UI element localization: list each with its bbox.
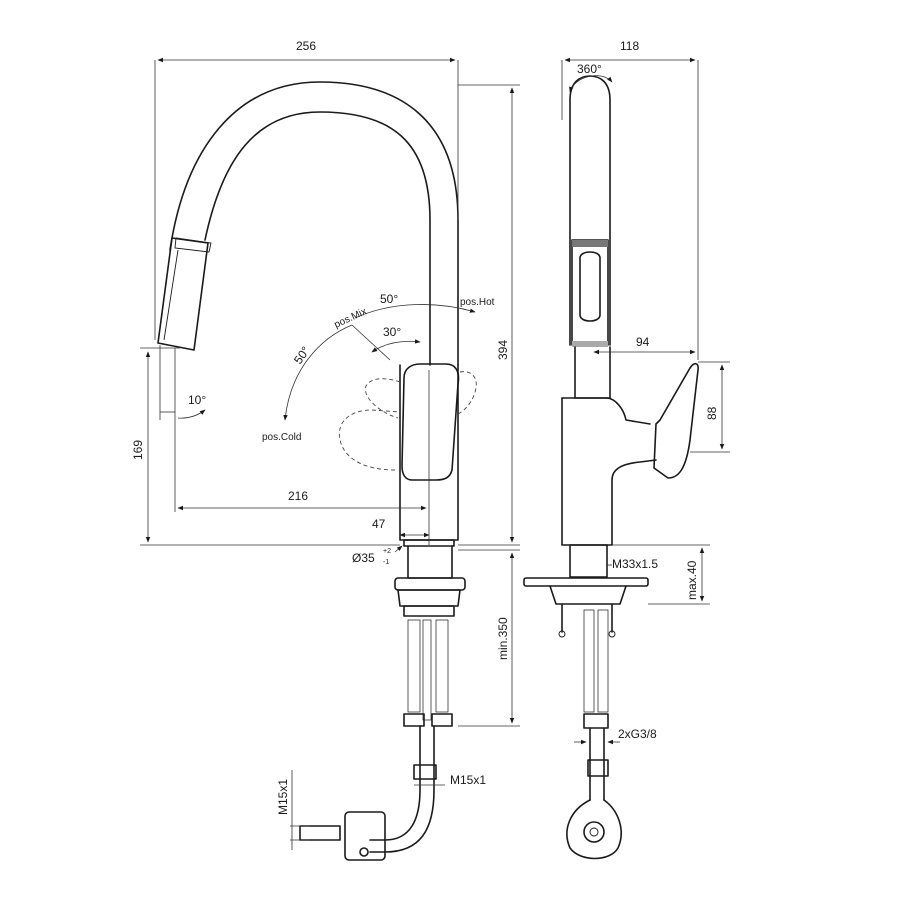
dim-m33-label: M33x1.5 (612, 557, 658, 571)
side-base (569, 544, 608, 578)
angle-10-label: 10° (188, 393, 206, 407)
hose-left (407, 619, 421, 713)
spray-head-seam (163, 249, 179, 341)
side-spray-button (571, 239, 609, 346)
side-body-top (561, 397, 651, 425)
dim-169-label: 169 (131, 440, 145, 460)
angle-mix-label: 30° (383, 325, 401, 339)
lever-ghost-cold (338, 409, 401, 471)
dim-394-label: 394 (496, 340, 510, 360)
side-mount (549, 585, 627, 605)
arc-mix (371, 339, 421, 353)
spout-inner-curve (204, 111, 431, 366)
side-lever (653, 362, 699, 479)
dim-94-label: 94 (636, 335, 650, 349)
side-hose-connector (587, 759, 609, 777)
deck-plate (394, 577, 466, 591)
hose-connector-top (413, 764, 437, 780)
side-body (561, 397, 657, 546)
side-hose-left (583, 609, 595, 713)
dim-max40-label: max.40 (685, 560, 699, 600)
hose-nut-left (403, 713, 425, 727)
mount-nut (397, 589, 461, 607)
dim-47-label: 47 (372, 517, 386, 531)
side-hose-right (597, 609, 609, 713)
hose-weight (344, 811, 386, 861)
dim-m15-a-label: M15x1 (276, 779, 290, 815)
swivel-arc (569, 75, 613, 93)
side-neck (574, 346, 611, 399)
swivel-label: 360° (577, 62, 602, 76)
pullout-hose (369, 725, 421, 841)
hose-center (422, 619, 432, 721)
side-spray-band (572, 240, 608, 247)
dim-tol-upper: +2 (383, 548, 391, 555)
dim-g38-label: 2xG3/8 (618, 727, 657, 741)
side-view (523, 75, 699, 860)
angle-cold-label: 50° (291, 344, 313, 367)
spray-head (157, 237, 209, 351)
hose-right (435, 619, 449, 713)
arc-cold (283, 324, 353, 421)
dim-256-label: 256 (296, 39, 316, 53)
pos-hot-label: pos.Hot (460, 297, 495, 308)
dim-118-label: 118 (620, 39, 639, 53)
dim-216-label: 216 (288, 489, 308, 503)
angle-hot-label: 50° (380, 292, 398, 306)
side-spray-slot (579, 251, 601, 322)
side-deck-plate (523, 577, 649, 587)
side-bolt-left (558, 630, 566, 638)
pullout-hose-inner (369, 725, 435, 853)
dim-tol-lower: -1 (383, 559, 389, 566)
side-spout (569, 75, 611, 346)
side-hose-loop (566, 799, 622, 860)
side-nut (583, 713, 609, 729)
base-flange (407, 545, 453, 579)
side-dimensions: 118 360° 94 88 max.40 M33x1.5 2xG3/8 (561, 39, 730, 745)
hose-nut-right (431, 713, 453, 727)
dim-m15-b-label: M15x1 (450, 773, 486, 787)
side-bolt-right (608, 630, 616, 638)
hose-end-connector (299, 825, 341, 841)
front-view (157, 81, 477, 861)
hose-weight-screw (359, 847, 369, 857)
front-dimensions: 256 394 169 216 47 Ø35 +2 -1 min.350 M15… (131, 39, 520, 850)
pos-mix-label: pos.Mix (333, 306, 369, 331)
arc-hot (354, 304, 476, 319)
lever-ghost-hot (457, 371, 477, 415)
pos-cold-label: pos.Cold (262, 432, 301, 443)
lever-ghost-mix (364, 378, 401, 419)
dim-88-label: 88 (705, 406, 719, 420)
side-weight (583, 821, 605, 843)
dim-min350-label: min.350 (496, 617, 510, 660)
dim-diameter-label: Ø35 (352, 551, 375, 565)
lever (401, 363, 460, 481)
spout-outer-curve (169, 81, 459, 366)
side-spray-nozzle (572, 341, 608, 347)
spray-head-band (174, 237, 212, 253)
mount-washer (403, 605, 455, 617)
